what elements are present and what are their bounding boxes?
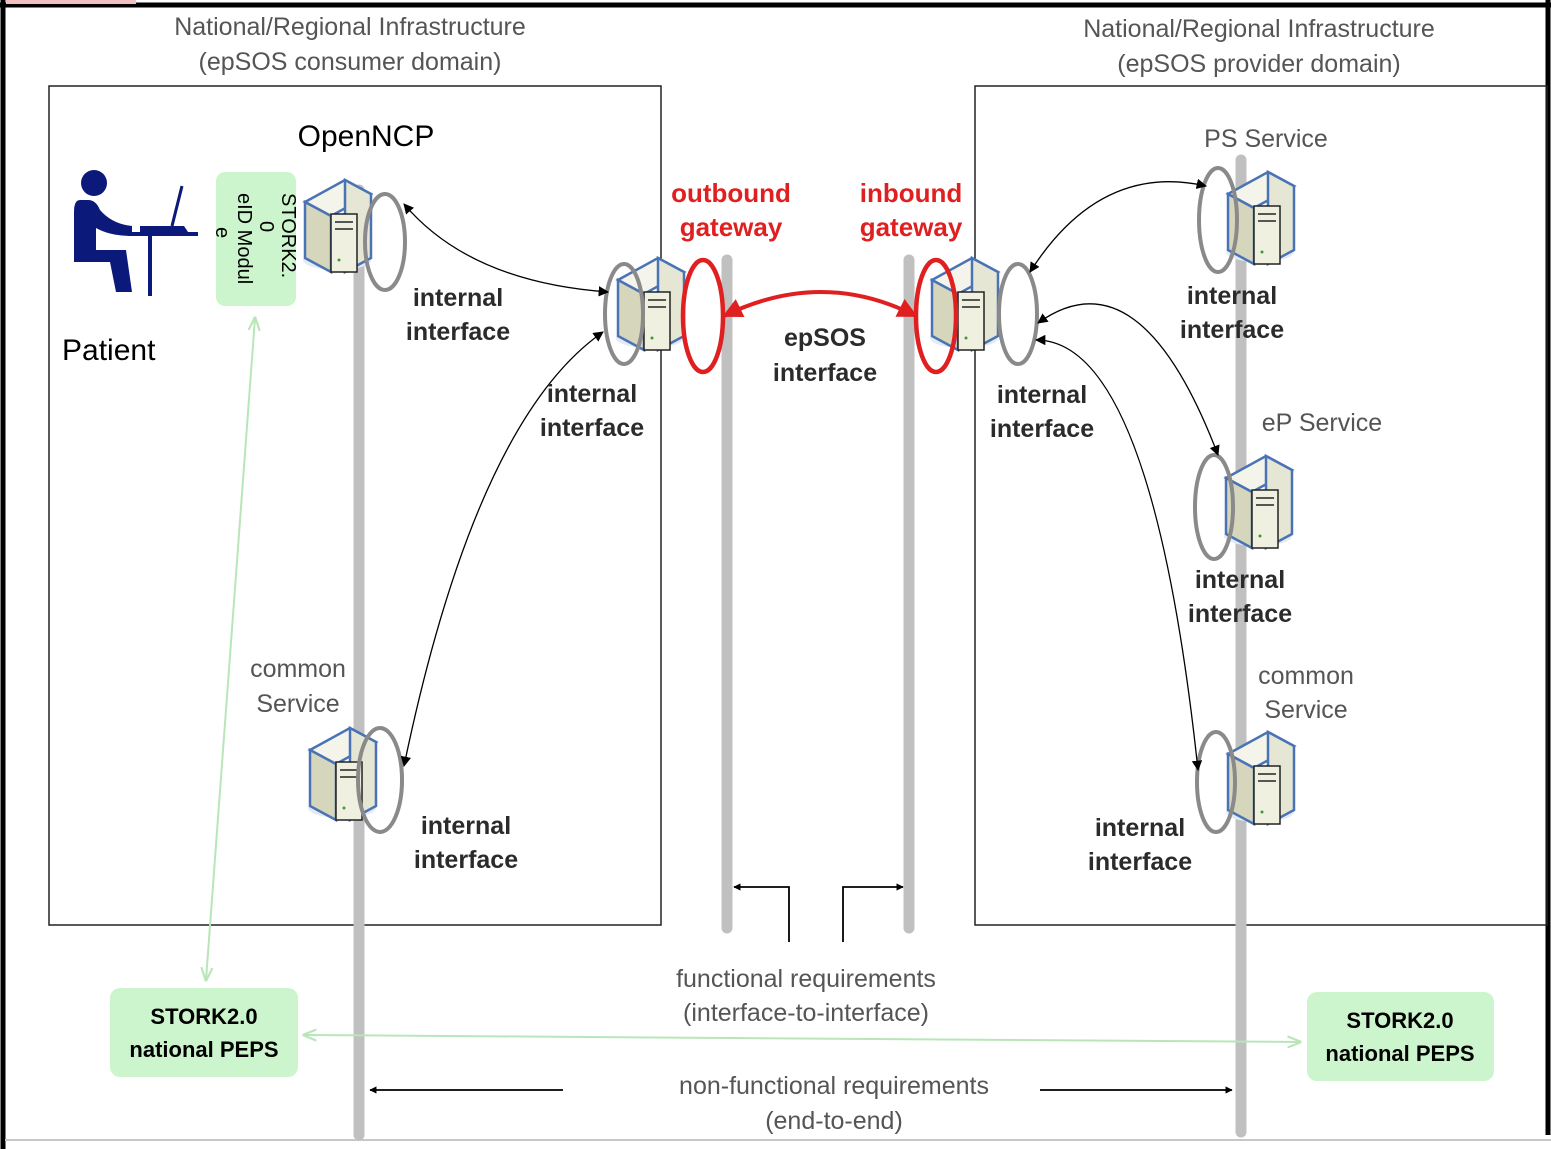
consumer-internal-interface-1-line1: internal — [413, 284, 503, 312]
consumer-title-line1: National/Regional Infrastructure — [174, 13, 526, 41]
eid-module-line2: 0 — [255, 221, 277, 232]
eid-module-line4: e — [211, 227, 233, 238]
nonfunctional-line1: non-functional requirements — [679, 1072, 989, 1100]
corner-logo-strip — [6, 0, 136, 4]
provider-internal-interface-1-line2: interface — [990, 415, 1094, 443]
consumer-common-service-server — [306, 726, 404, 834]
epsos-interface-line2: interface — [773, 359, 877, 387]
consumer-title-line2: (epSOS consumer domain) — [199, 48, 502, 76]
outbound-ring — [680, 257, 726, 375]
eid-module-box — [216, 172, 296, 306]
arrow-openncp-outbound — [403, 203, 610, 297]
provider-common-service-server — [1195, 730, 1296, 834]
ps-service-label: PS Service — [1204, 125, 1328, 153]
functional-line1: functional requirements — [676, 965, 936, 993]
openncp-label: OpenNCP — [298, 120, 435, 153]
provider-internal-interface-2-line1: internal — [1187, 282, 1277, 310]
functional-bracket-left — [733, 883, 790, 942]
arrow-inbound-ps — [1029, 178, 1208, 273]
peps-right-line1: STORK2.0 — [1346, 1008, 1453, 1033]
inbound-label-line1: inbound — [860, 178, 963, 208]
inbound-gateway-server — [913, 256, 1039, 375]
eid-module-line1: STORK2. — [277, 193, 299, 278]
inbound-label-line2: gateway — [860, 212, 963, 242]
eid-module-line3: eID Modul — [233, 193, 255, 284]
consumer-common-service-line2: Service — [256, 690, 339, 718]
functional-bracket-right — [842, 883, 904, 942]
consumer-internal-interface-2-line1: internal — [547, 380, 637, 408]
interface-ring — [356, 726, 404, 834]
arrow-outbound-commonservice — [400, 331, 604, 768]
peps-left-box — [110, 988, 298, 1077]
outbound-gateway-server — [603, 256, 726, 375]
consumer-internal-interface-3-line2: interface — [414, 846, 518, 874]
provider-domain-box — [974, 85, 1548, 926]
provider-internal-interface-1-line1: internal — [997, 381, 1087, 409]
provider-internal-interface-3-line1: internal — [1195, 566, 1285, 594]
provider-common-service-line2: Service — [1264, 696, 1347, 724]
provider-common-service-line1: common — [1258, 662, 1354, 690]
peps-right-line2: national PEPS — [1325, 1041, 1474, 1066]
consumer-common-service-line1: common — [250, 655, 346, 683]
provider-internal-interface-4-line2: interface — [1088, 848, 1192, 876]
ep-service-label: eP Service — [1262, 409, 1382, 437]
provider-internal-interface-4-line1: internal — [1095, 814, 1185, 842]
peps-right-box — [1307, 992, 1494, 1081]
provider-internal-interface-2-line2: interface — [1180, 316, 1284, 344]
patient-label: Patient — [62, 334, 156, 367]
peps-left-line2: national PEPS — [129, 1037, 278, 1062]
consumer-internal-interface-2-line2: interface — [540, 414, 644, 442]
peps-to-peps-link — [304, 1035, 1300, 1042]
arrow-inbound-commonservice — [1034, 334, 1203, 772]
outbound-label-line2: gateway — [680, 212, 783, 242]
epsos-interface-line1: epSOS — [784, 324, 866, 352]
functional-line2: (interface-to-interface) — [683, 999, 929, 1027]
consumer-internal-interface-3-line1: internal — [421, 812, 511, 840]
provider-title-line2: (epSOS provider domain) — [1117, 50, 1400, 78]
interface-ring — [1195, 730, 1237, 834]
ps-service-server — [1197, 166, 1296, 274]
outbound-label-line1: outbound — [671, 178, 791, 208]
interface-ring — [603, 262, 645, 366]
consumer-internal-interface-1-line2: interface — [406, 318, 510, 346]
nonfunctional-line2: (end-to-end) — [765, 1107, 903, 1135]
peps-left-line1: STORK2.0 — [150, 1004, 257, 1029]
provider-title-line1: National/Regional Infrastructure — [1083, 15, 1435, 43]
ep-service-server — [1193, 453, 1294, 561]
eid-to-peps-link — [206, 318, 255, 980]
epsos-interface-arrow — [722, 290, 918, 318]
provider-internal-interface-3-line2: interface — [1188, 600, 1292, 628]
patient-icon — [74, 170, 198, 296]
interface-ring — [997, 262, 1039, 366]
